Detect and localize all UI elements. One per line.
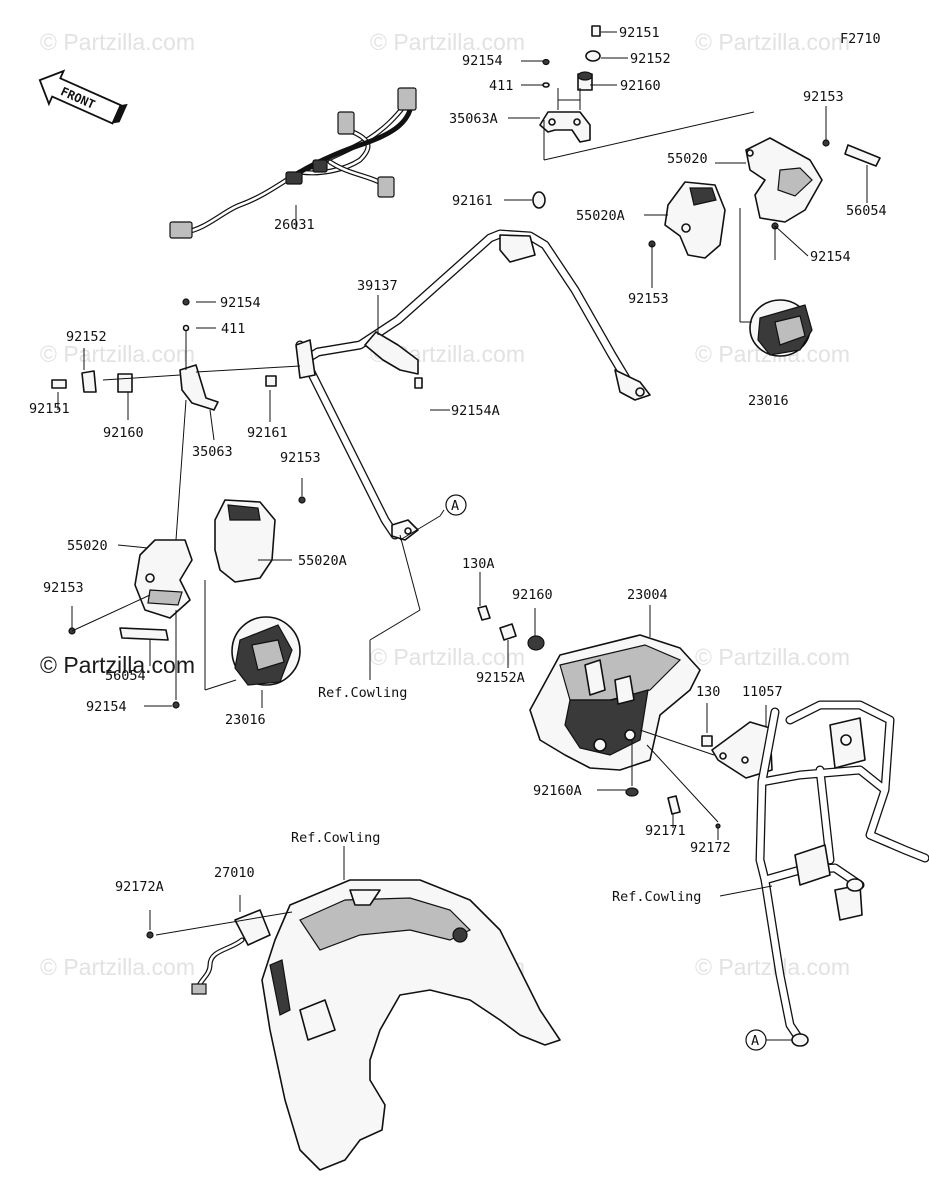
part-label: 92153 <box>43 580 84 596</box>
part-number-labels: 92151 92152 92154 92160 411 35063A 92153… <box>29 25 887 895</box>
part-label: 92153 <box>803 89 844 105</box>
callout-a-bottom: A <box>745 1029 767 1051</box>
cowling-outline <box>146 879 561 1171</box>
part-label: 92154A <box>451 403 500 419</box>
part-label: 23016 <box>225 712 266 728</box>
watermark: © Partzilla.com <box>40 341 195 367</box>
watermark: © Partzilla.com <box>370 644 525 670</box>
part-label: 92153 <box>628 291 669 307</box>
part-label: 92154 <box>86 699 127 715</box>
part-label: 92160 <box>103 425 144 441</box>
sub-frame <box>755 700 929 1047</box>
watermark: © Partzilla.com <box>695 644 850 670</box>
watermark: © Partzilla.com <box>370 29 525 55</box>
part-label: 130 <box>696 684 720 700</box>
part-label: 92161 <box>452 193 493 209</box>
part-label: 11057 <box>742 684 783 700</box>
ref-cowling-label: Ref.Cowling <box>612 889 701 905</box>
part-label: 92152 <box>630 51 671 67</box>
left-bracket-assembly <box>51 298 423 709</box>
part-label: 92160A <box>533 783 582 799</box>
part-label: 55020A <box>576 208 625 224</box>
part-label: 35063A <box>449 111 498 127</box>
part-label: 92151 <box>29 401 70 417</box>
callout-letter: A <box>751 1033 759 1049</box>
watermark: © Partzilla.com <box>695 29 850 55</box>
part-label: 23016 <box>748 393 789 409</box>
figure-code: F2710 <box>840 31 881 47</box>
headlight-23004 <box>477 605 773 829</box>
part-label: 92171 <box>645 823 686 839</box>
part-label: 92154 <box>810 249 851 265</box>
part-label: 92160 <box>620 78 661 94</box>
ref-cowling-label: Ref.Cowling <box>291 830 380 846</box>
part-label: 92172 <box>690 840 731 856</box>
part-label: 92154 <box>462 53 503 69</box>
part-label: 26031 <box>274 217 315 233</box>
part-label: 35063 <box>192 444 233 460</box>
bracket-39137 <box>295 229 651 541</box>
ref-cowling-label: Ref.Cowling <box>318 685 407 701</box>
part-label: 27010 <box>214 865 255 881</box>
part-label: 92153 <box>280 450 321 466</box>
part-label: 56054 <box>846 203 887 219</box>
part-label: 39137 <box>357 278 398 294</box>
part-label: 92152A <box>476 670 525 686</box>
brand-watermark: © Partzilla.com <box>40 652 195 678</box>
part-label: 130A <box>462 556 495 572</box>
part-label: 92172A <box>115 879 164 895</box>
part-label: 55020 <box>667 151 708 167</box>
watermark-layer: © Partzilla.com © Partzilla.com © Partzi… <box>40 29 850 980</box>
callout-letter: A <box>451 498 459 514</box>
right-bracket-assembly <box>648 137 881 357</box>
part-label: 23004 <box>627 587 668 603</box>
part-label: 56054 <box>105 668 146 684</box>
leader-lines <box>57 31 868 1041</box>
front-arrow-icon: FRONT <box>38 69 128 125</box>
watermark: © Partzilla.com <box>695 954 850 980</box>
part-label: 92161 <box>247 425 288 441</box>
top-hardware <box>532 25 601 209</box>
part-label: 92154 <box>220 295 261 311</box>
part-label: 55020A <box>298 553 347 569</box>
part-label: 55020 <box>67 538 108 554</box>
callout-a-top: A <box>445 494 467 516</box>
part-label: 92151 <box>619 25 660 41</box>
wiring-harness-26031 <box>169 87 417 239</box>
part-label: 92160 <box>512 587 553 603</box>
watermark: © Partzilla.com <box>40 954 195 980</box>
part-label: 411 <box>489 78 513 94</box>
part-label: 92152 <box>66 329 107 345</box>
watermark: © Partzilla.com <box>40 29 195 55</box>
part-label: 411 <box>221 321 245 337</box>
